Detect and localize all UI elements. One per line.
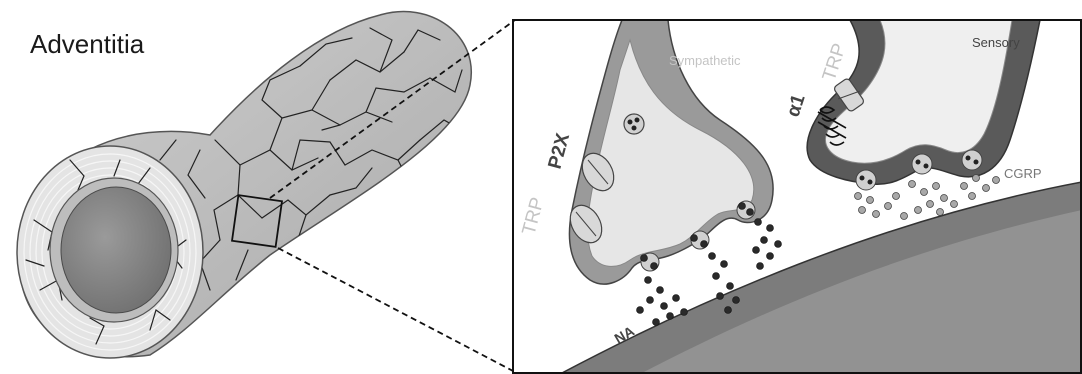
vessel-lumen <box>61 187 171 313</box>
trp-label-right: TRP <box>819 41 851 84</box>
trp-label-left: TRP <box>519 195 549 237</box>
p2x-label: P2X <box>545 131 575 171</box>
cgrp-label: CGRP <box>1004 166 1042 181</box>
alpha1-label: α1 <box>783 91 810 119</box>
zoom-panel: Sympathetic Sensory P2X TRP α1 TRP CGRP … <box>513 20 1082 374</box>
sensory-label: Sensory <box>972 35 1020 50</box>
blood-vessel-illustration <box>17 11 471 358</box>
sympathetic-label: Sympathetic <box>669 53 741 68</box>
adventitia-label: Adventitia <box>30 29 145 59</box>
